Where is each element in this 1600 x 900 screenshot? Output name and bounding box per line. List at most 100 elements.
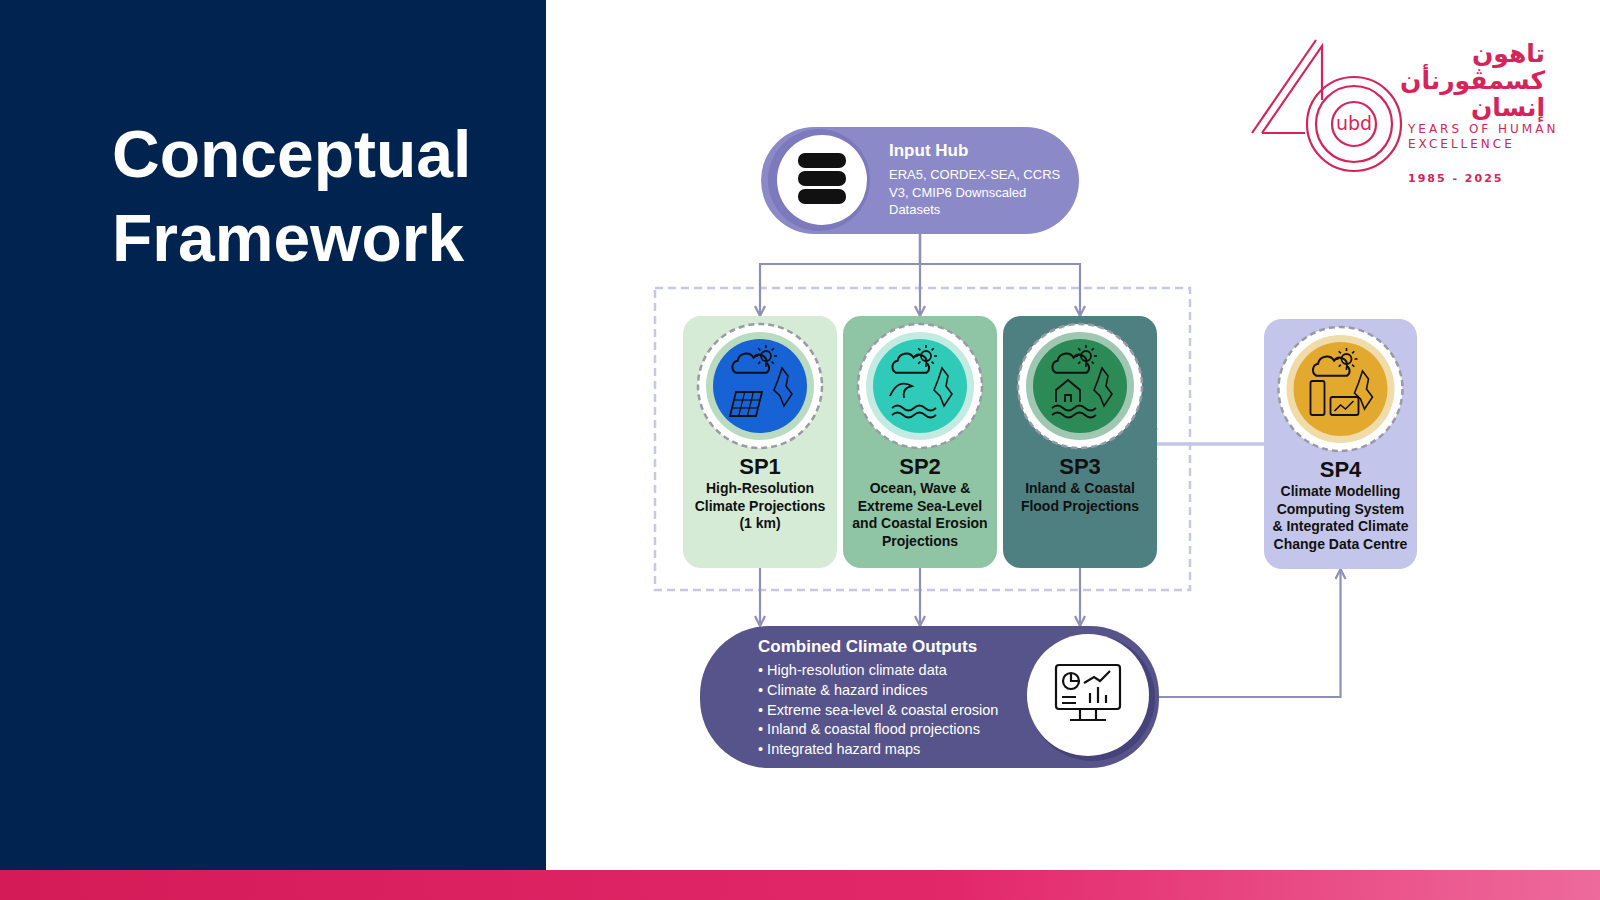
connector xyxy=(1079,568,1081,626)
database-symbol xyxy=(798,153,846,168)
sun-symbol xyxy=(921,351,931,361)
connector xyxy=(759,568,761,626)
sun-ray xyxy=(932,362,934,364)
cloud-symbol xyxy=(732,354,769,373)
node-heading: SP3 xyxy=(1010,454,1150,480)
sun-ray xyxy=(755,355,758,357)
wave-symbol xyxy=(892,406,936,411)
sun-ray xyxy=(1075,355,1078,357)
sun-ray xyxy=(925,364,927,367)
icon-glyph xyxy=(1311,348,1373,415)
node-heading: SP2 xyxy=(850,454,990,480)
node-body: • High-resolution climate data xyxy=(758,661,1009,681)
panel-grid xyxy=(732,407,758,408)
island-symbol xyxy=(774,368,792,406)
icon-ring xyxy=(858,324,982,448)
sun-ray xyxy=(934,355,937,357)
node-body: High-Resolution Climate Projections (1 k… xyxy=(690,480,830,533)
node-body: • Extreme sea-level & coastal erosion xyxy=(758,701,1009,721)
house-symbol xyxy=(1056,380,1080,402)
chart-line xyxy=(1335,401,1354,411)
node-body: • Climate & hazard indices xyxy=(758,681,1009,701)
node-body: • Integrated hazard maps xyxy=(758,740,1009,760)
logo-years: 1985 - 2025 xyxy=(1408,172,1528,185)
sun-ray xyxy=(1346,367,1348,370)
database-symbol xyxy=(798,171,846,186)
node-body: Ocean, Wave & Extreme Sea-Level and Coas… xyxy=(850,480,990,550)
subproject-card: SP4Climate Modelling Computing System & … xyxy=(1264,319,1417,569)
sun-ray xyxy=(1346,348,1348,351)
logo-tagline: YEARS OF HUMAN EXCELLENCE xyxy=(1408,122,1573,152)
sun-symbol xyxy=(761,351,771,361)
sun-ray xyxy=(932,348,934,350)
wave-symbol xyxy=(892,413,936,418)
sun-ray xyxy=(765,345,767,348)
node-heading: SP4 xyxy=(1271,457,1410,483)
icon-disc xyxy=(1027,634,1149,756)
panel-grid xyxy=(739,392,745,416)
solar-panel xyxy=(730,392,762,416)
node-body: Climate Modelling Computing System & Int… xyxy=(1271,483,1410,553)
logo-forty xyxy=(1252,40,1401,171)
server-symbol xyxy=(1311,381,1325,415)
cloud-symbol xyxy=(1052,354,1089,373)
icon-disc xyxy=(1033,339,1127,433)
node-heading: Input Hub xyxy=(889,140,1065,162)
sun-ray xyxy=(1336,358,1339,360)
sun-symbol xyxy=(1081,351,1091,361)
node-body: • Inland & coastal flood projections xyxy=(758,720,1009,740)
logo-zero xyxy=(1307,77,1401,171)
icon-glyph xyxy=(890,345,952,418)
icon-halo xyxy=(706,332,814,440)
wave-crest xyxy=(890,384,912,398)
sun-ray xyxy=(758,362,760,364)
sun-ray xyxy=(1094,355,1097,357)
island-symbol xyxy=(934,368,952,406)
node-icon xyxy=(1003,316,1157,568)
icon-halo xyxy=(768,129,870,231)
logo-jawi: تاهون كسمڤورنأن إنسان xyxy=(1395,40,1545,121)
icon-disc xyxy=(777,135,867,225)
island-symbol xyxy=(1355,371,1373,409)
sun-ray xyxy=(925,345,927,348)
input-hub: Input HubERA5, CORDEX-SEA, CCRS V3, CMIP… xyxy=(761,127,1079,234)
sun-ray xyxy=(1078,348,1080,350)
sun-ray xyxy=(1092,362,1094,364)
sun-ray xyxy=(915,355,918,357)
sun-ray xyxy=(1355,358,1358,360)
panel-grid xyxy=(734,399,760,400)
icon-disc xyxy=(873,339,967,433)
output-box: Combined Climate Outputs• High-resolutio… xyxy=(700,626,1159,768)
sun-ray xyxy=(1092,348,1094,350)
island-symbol xyxy=(1094,368,1112,406)
icon-glyph xyxy=(730,345,792,416)
sun-ray xyxy=(1352,351,1354,353)
sun-ray xyxy=(1085,364,1087,367)
icon-ring xyxy=(698,324,822,448)
subproject-card: SP1High-Resolution Climate Projections (… xyxy=(683,316,837,568)
database-symbol xyxy=(798,189,846,204)
wave-symbol xyxy=(1052,413,1096,418)
cloud-symbol xyxy=(892,354,929,373)
icon-halo xyxy=(1026,332,1134,440)
sun-ray xyxy=(918,362,920,364)
node-heading: Combined Climate Outputs xyxy=(758,635,1009,659)
monitor-symbol xyxy=(1056,665,1120,720)
sun-ray xyxy=(1339,351,1341,353)
connector xyxy=(920,234,1080,316)
slide-title: Conceptual Framework xyxy=(112,112,522,280)
connector xyxy=(919,568,921,626)
icon-disc xyxy=(1294,342,1388,436)
sun-ray xyxy=(1352,365,1354,367)
sun-ray xyxy=(758,348,760,350)
connector xyxy=(1157,442,1264,446)
icon-ring xyxy=(1018,324,1142,448)
icon-glyph xyxy=(1052,345,1112,418)
panel-grid xyxy=(747,392,753,416)
logo-mark: ubd xyxy=(1336,111,1372,135)
icon-halo xyxy=(866,332,974,440)
connector xyxy=(760,234,920,316)
sun-ray xyxy=(1339,365,1341,367)
